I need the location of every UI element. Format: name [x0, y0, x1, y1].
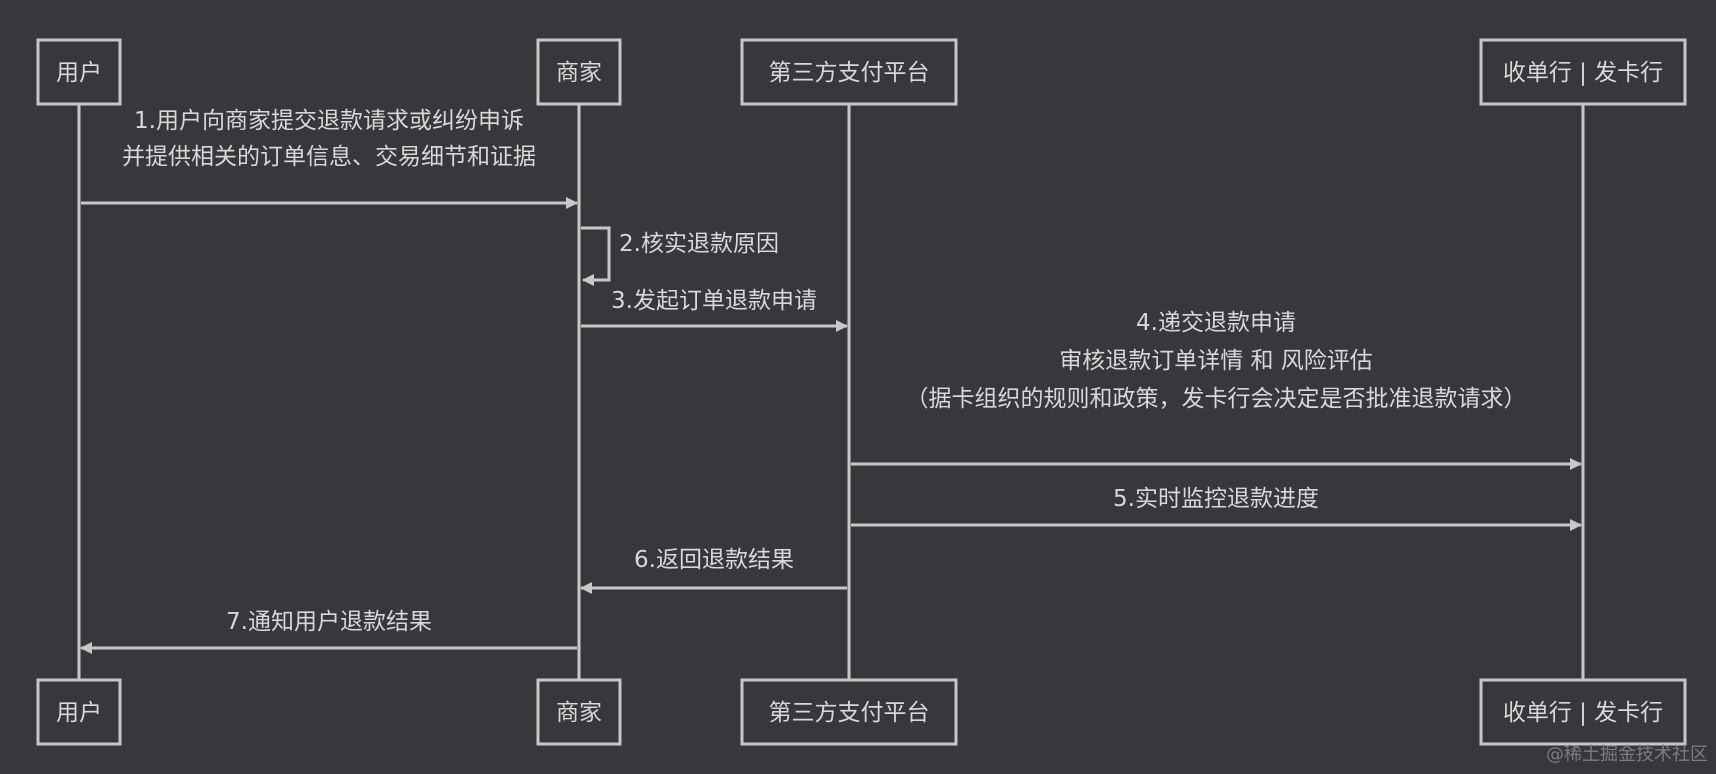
message-3: 3.发起订单退款申请: [581, 288, 848, 332]
message-6-label: 6.返回退款结果: [634, 547, 794, 573]
message-7: 7.通知用户退款结果: [80, 609, 577, 654]
message-5-label: 5.实时监控退款进度: [1113, 486, 1319, 512]
participant-box: [1479, 678, 1687, 746]
participant-label: 用户: [56, 700, 102, 726]
watermark-text: @稀土掘金技术社区: [1546, 744, 1708, 765]
participant-label: 商家: [556, 60, 602, 86]
participant-box: [1479, 38, 1687, 106]
message-1-label: 并提供相关的订单信息、交易细节和证据: [122, 144, 536, 170]
participant-label: 收单行 | 发卡行: [1503, 60, 1663, 86]
message-4-label: 4.递交退款申请: [1136, 310, 1296, 336]
participant-label: 收单行 | 发卡行: [1503, 700, 1663, 726]
message-2-arrow: [581, 226, 611, 286]
message-4-label: 审核退款订单详情 和 风险评估: [1059, 348, 1373, 374]
participant-merchant-bottom: 商家: [536, 678, 622, 746]
participant-label: 第三方支付平台: [769, 60, 930, 86]
participant-bank-top: 收单行 | 发卡行: [1479, 38, 1687, 106]
participant-box: [536, 38, 622, 106]
participant-user-top: 用户: [36, 38, 122, 106]
participant-platform-top: 第三方支付平台: [740, 38, 958, 106]
participant-box: [740, 38, 958, 106]
participant-label: 用户: [56, 60, 102, 86]
message-1-label: 1.用户向商家提交退款请求或纠纷申诉: [134, 108, 524, 134]
participant-label: 商家: [556, 700, 602, 726]
participant-user-bottom: 用户: [36, 678, 122, 746]
participant-bank-bottom: 收单行 | 发卡行: [1479, 678, 1687, 746]
participant-box: [536, 678, 622, 746]
message-7-label: 7.通知用户退款结果: [226, 609, 432, 635]
message-3-label: 3.发起订单退款申请: [611, 288, 817, 314]
participant-box: [36, 678, 122, 746]
message-5: 5.实时监控退款进度: [851, 486, 1582, 531]
message-6: 6.返回退款结果: [580, 547, 847, 594]
participant-box: [36, 38, 122, 106]
message-2: 2.核实退款原因: [581, 226, 779, 286]
participant-merchant-top: 商家: [536, 38, 622, 106]
message-2-label: 2.核实退款原因: [619, 231, 779, 257]
participant-box: [740, 678, 958, 746]
participant-platform-bottom: 第三方支付平台: [740, 678, 958, 746]
participant-label: 第三方支付平台: [769, 700, 930, 726]
message-4-label: （据卡组织的规则和政策，发卡行会决定是否批准退款请求）: [906, 386, 1527, 412]
